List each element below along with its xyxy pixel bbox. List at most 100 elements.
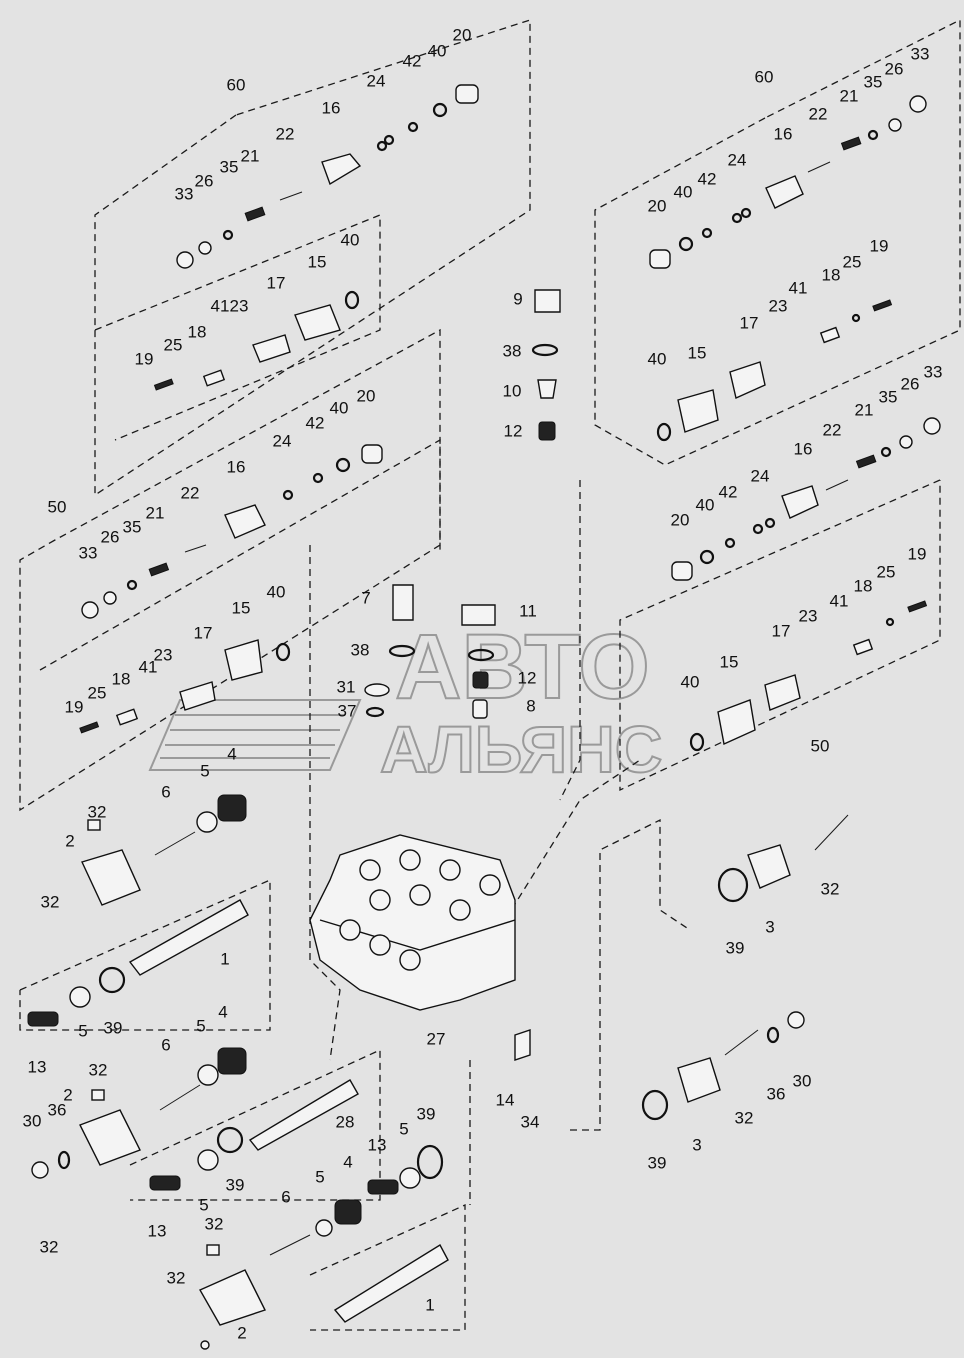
- parts-group: [27, 84, 941, 1350]
- part-number-label: 30: [793, 1071, 812, 1090]
- part-number-label: 5: [199, 1195, 208, 1214]
- o-ring-icon: [388, 644, 416, 658]
- watermark-logo: АВТО АЛЬЯНС: [148, 615, 663, 787]
- part-number-label: 14: [496, 1090, 515, 1109]
- o-ring-icon: [740, 207, 752, 219]
- spring-seat-icon: [197, 1064, 219, 1086]
- part-number-label: 42: [698, 169, 717, 188]
- part-number-label: 40: [341, 230, 360, 249]
- sleeve-icon: [202, 369, 226, 387]
- part-number-label: 38: [503, 341, 522, 360]
- spool-cap-icon: [199, 1269, 266, 1326]
- plug-icon: [717, 699, 756, 746]
- part-number-label: 25: [843, 252, 862, 271]
- plug-icon: [294, 304, 341, 341]
- plug-icon: [538, 421, 556, 441]
- relief-valve-icon: [392, 584, 414, 621]
- part-number-label: 41: [830, 591, 849, 610]
- o-ring-icon: [678, 236, 694, 252]
- pin-icon: [807, 161, 831, 173]
- part-number-label: 30: [23, 1111, 42, 1130]
- spring-icon: [361, 444, 383, 464]
- plug-icon: [224, 504, 266, 539]
- part-number-label: 32: [205, 1214, 224, 1233]
- part-number-label: 32: [41, 892, 60, 911]
- sleeve-icon: [115, 708, 139, 726]
- o-ring-icon: [731, 212, 743, 224]
- part-number-label: 40: [330, 398, 349, 417]
- o-ring-icon: [416, 1144, 444, 1180]
- part-number-label: 40: [681, 672, 700, 691]
- nut-icon: [888, 118, 902, 132]
- stopper-icon: [159, 1084, 201, 1111]
- plug-icon: [461, 604, 496, 626]
- part-number-label: 21: [855, 400, 874, 419]
- part-number-label: 15: [308, 252, 327, 271]
- o-ring-icon: [885, 617, 895, 627]
- part-number-label: 25: [88, 683, 107, 702]
- o-ring-icon: [764, 517, 776, 529]
- assembly-60-right-box: [594, 18, 961, 466]
- spool-icon: [333, 1244, 449, 1323]
- part-number-label: 5: [399, 1119, 408, 1138]
- spring-icon: [334, 1199, 362, 1225]
- part-number-label: 6: [161, 1035, 170, 1054]
- part-number-label: 19: [908, 544, 927, 563]
- stopper-icon: [154, 831, 196, 856]
- watermark-text-1: АВТО: [395, 616, 650, 718]
- part-number-label: 42: [403, 51, 422, 70]
- part-number-label: 19: [135, 349, 154, 368]
- cover-icon: [747, 844, 791, 889]
- part-number-label: 17: [772, 621, 791, 640]
- o-ring-icon: [867, 129, 879, 141]
- part-number-label: 16: [774, 124, 793, 143]
- part-number-label: 39: [648, 1153, 667, 1172]
- part-number-label: 12: [518, 668, 537, 687]
- part-number-label: 2: [237, 1323, 246, 1342]
- valve-body: [309, 834, 516, 1011]
- part-number-label: 32: [821, 879, 840, 898]
- part-number-label: 21: [241, 146, 260, 165]
- part-number-label: 41: [211, 296, 230, 315]
- assembly-50-right-box: [619, 479, 941, 792]
- part-number-label: 26: [901, 374, 920, 393]
- part-number-label: 42: [306, 413, 325, 432]
- part-number-label: 42: [719, 482, 738, 501]
- part-number-label: 31: [337, 677, 356, 696]
- o-ring-icon: [656, 422, 672, 442]
- part-number-label: 4: [343, 1152, 352, 1171]
- o-ring-icon: [383, 134, 395, 146]
- part-number-label: 37: [338, 701, 357, 720]
- spring-seat-icon: [69, 986, 91, 1008]
- bolt-icon: [200, 1340, 210, 1350]
- part-number-label: 16: [794, 439, 813, 458]
- spool-cap-icon: [81, 849, 141, 906]
- part-number-label: 6: [281, 1187, 290, 1206]
- part-number-label: 20: [357, 386, 376, 405]
- part-number-label: 35: [864, 72, 883, 91]
- part-number-label: 17: [194, 623, 213, 642]
- nut-icon: [176, 251, 194, 269]
- assembly-label: 50: [48, 497, 67, 516]
- o-ring-icon: [98, 966, 126, 994]
- part-number-label: 22: [276, 124, 295, 143]
- o-ring-icon: [467, 648, 495, 662]
- part-number-label: 40: [267, 582, 286, 601]
- part-number-label: 26: [885, 59, 904, 78]
- spring-icon: [649, 249, 671, 269]
- o-ring-icon: [57, 1150, 71, 1170]
- plug-icon: [677, 389, 719, 433]
- part-number-label: 32: [88, 802, 107, 821]
- spool-icon: [248, 1079, 359, 1151]
- spring-icon: [217, 794, 247, 822]
- stopper-icon: [269, 1234, 311, 1256]
- part-number-label: 11: [519, 601, 537, 620]
- part-number-label: 8: [526, 696, 535, 715]
- pin-icon: [184, 544, 207, 553]
- o-ring-icon: [344, 290, 360, 310]
- plug-icon: [31, 1161, 49, 1179]
- part-number-label: 17: [740, 313, 759, 332]
- part-number-label: 25: [877, 562, 896, 581]
- part-number-label: 39: [726, 938, 745, 957]
